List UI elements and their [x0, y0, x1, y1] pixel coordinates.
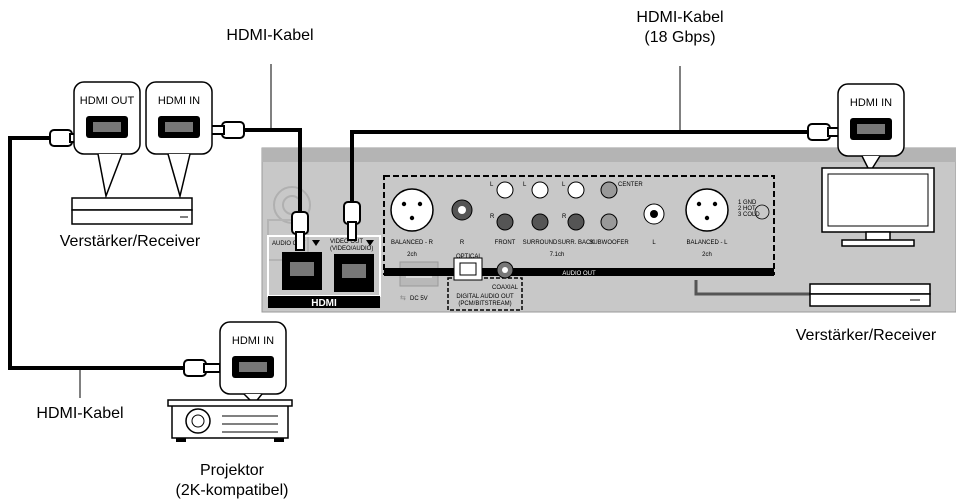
surround-l-jack[interactable] [531, 181, 549, 199]
amp-hdmi-in-label: HDMI IN [158, 95, 200, 107]
digital-audio-out-block: OPTICAL COAXIAL DIGITAL AUDIO OUT (PCM/B… [447, 254, 523, 311]
hdmi-plug-video-out [343, 201, 361, 241]
coaxial-label: COAXIAL [492, 285, 519, 291]
center-label: CENTER [618, 182, 643, 188]
hdmi-plug-projector-in [183, 359, 221, 377]
amp-hdmi-out-label: HDMI OUT [80, 95, 135, 107]
l-jack-label: L [652, 240, 656, 246]
balanced-r-label: BALANCED - R [391, 240, 434, 246]
audio-out-block: AUDIO OUT BALANCED - R 2ch R L L L R R C… [383, 175, 775, 277]
cable-label-top-right-line2: (18 Gbps) [644, 29, 715, 46]
amplifier-left: HDMI OUT HDMI IN [71, 81, 213, 225]
ch2-left-label: 2ch [407, 252, 417, 258]
optical-port[interactable] [453, 257, 483, 281]
surr-back-l-side-label: L [562, 182, 566, 188]
xlr-balanced-r-jack[interactable] [390, 188, 434, 232]
hdmi-port-area: HDMI AUDIO OUT VIDEO OUT (VIDEO/AUDIO) [267, 235, 381, 309]
audio-out-bar-label: AUDIO OUT [562, 271, 596, 277]
xlr-pin-diagram-icon [754, 204, 770, 220]
audio-out-marker-icon [312, 240, 320, 246]
amp-left-label: Verstärker/Receiver [60, 233, 201, 250]
usb-label: DC 5V [410, 296, 428, 302]
projector-label-line1: Projektor [200, 462, 265, 479]
xlr-pin-1: 1 GND [738, 200, 757, 206]
hdmi-cable-video-out [350, 130, 812, 220]
xlr-pin-2: 2 HOT [738, 206, 756, 212]
front-r-side-label: R [490, 214, 495, 220]
surround-label: SURROUND [523, 240, 558, 246]
ch2-right-label: 2ch [702, 252, 712, 258]
digital-audio-out-label-line2: (PCM/BITSTREAM) [458, 301, 511, 307]
xlr-pin-3: 3 COLD [738, 212, 760, 218]
subwoofer-label: SUBWOOFER [589, 240, 629, 246]
television: HDMI IN [821, 83, 935, 247]
surr-back-r-side-label: R [562, 214, 567, 220]
audio-cable-right-amp [694, 280, 810, 296]
hdmi-cable-projector [8, 136, 188, 370]
amp-right-label: Verstärker/Receiver [796, 327, 937, 344]
hdmi-plug-audio-out [291, 211, 309, 251]
surr-back-label: SURR. BACK [558, 240, 595, 246]
video-out-marker-icon [366, 240, 374, 246]
optical-label: OPTICAL [456, 254, 482, 260]
usb-icon: ⇆ [400, 295, 406, 302]
hdmi-plug-amp-in [207, 121, 245, 139]
front-l-jack[interactable] [496, 181, 514, 199]
hdmi-plug-tv-in [807, 123, 845, 141]
hdmi-cable-audio-out [240, 128, 302, 230]
projector: HDMI IN [167, 321, 293, 442]
projector-label-line2: (2K-kompatibel) [176, 482, 289, 499]
surr-back-r-jack[interactable] [567, 213, 585, 231]
tv-hdmi-in-label: HDMI IN [850, 97, 892, 109]
front-label: FRONT [495, 240, 516, 246]
front-r-jack[interactable] [496, 213, 514, 231]
subwoofer-jack[interactable] [600, 213, 618, 231]
cable-label-bottom-left: HDMI-Kabel [36, 405, 123, 422]
digital-audio-out-label-line1: DIGITAL AUDIO OUT [456, 294, 514, 300]
xlr-balanced-l-jack[interactable] [685, 188, 729, 232]
cable-label-top-right-line1: HDMI-Kabel [636, 9, 723, 26]
surround-l-side-label: L [523, 182, 527, 188]
surround-r-jack[interactable] [531, 213, 549, 231]
ch71-label: 7.1ch [550, 252, 565, 258]
balanced-l-label: BALANCED - L [686, 240, 728, 246]
r-jack-label: R [460, 240, 465, 246]
amplifier-right [809, 283, 931, 307]
front-l-side-label: L [490, 182, 494, 188]
cable-label-top-left: HDMI-Kabel [226, 27, 313, 44]
surr-back-l-jack[interactable] [567, 181, 585, 199]
projector-hdmi-in-label: HDMI IN [232, 335, 274, 347]
audio-out-port-label: AUDIO OUT [272, 241, 306, 247]
hdmi-logo: HDMI [311, 298, 337, 309]
center-jack[interactable] [600, 181, 618, 199]
video-out-port-label-line2: (VIDEO/AUDIO) [330, 246, 373, 252]
video-out-port-label-line1: VIDEO OUT [330, 239, 363, 245]
